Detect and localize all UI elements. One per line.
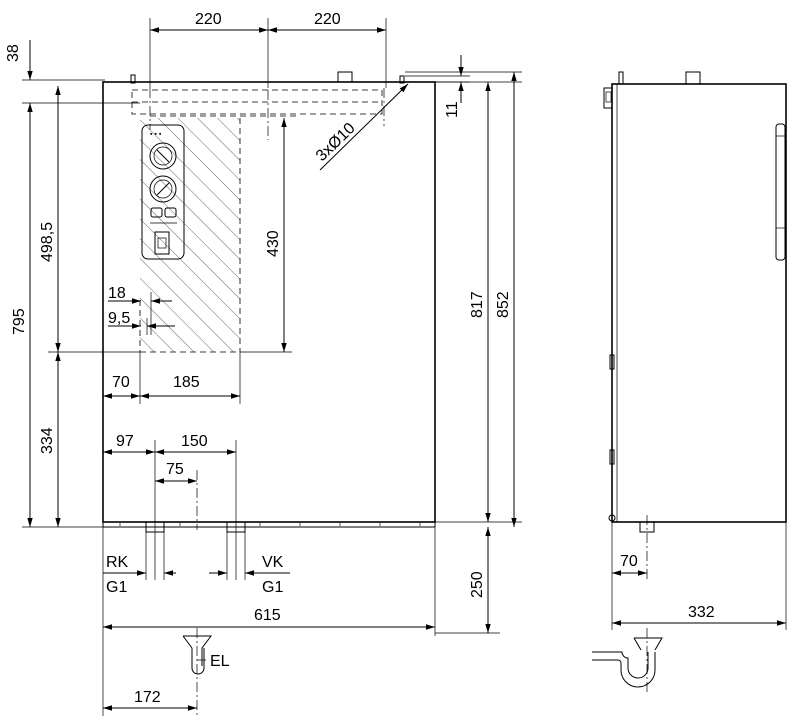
hinge-lower <box>609 449 615 465</box>
dim-drain-offset: 172 <box>134 689 161 706</box>
control-panel-frame <box>141 124 185 260</box>
dim-offset-9-5: 9,5 <box>108 310 130 327</box>
pressure-gauge-icon <box>149 142 177 170</box>
door-handle-icon <box>775 123 786 261</box>
dim-height-852: 852 <box>495 291 512 318</box>
hinge-upper <box>609 354 615 370</box>
cabinet-front-outline <box>102 81 436 523</box>
label-drain: EL <box>210 653 230 670</box>
label-return-thread: G1 <box>106 579 127 596</box>
dim-width-150: 150 <box>181 433 208 450</box>
control-panel: ▪ ▪ ▪ <box>141 124 185 260</box>
dim-width-185: 185 <box>173 374 200 391</box>
wall-bracket <box>603 87 612 109</box>
dim-height-817: 817 <box>469 291 486 318</box>
side-top-lug <box>685 71 701 85</box>
dim-width-75: 75 <box>166 461 184 478</box>
dim-height-250: 250 <box>469 571 486 598</box>
dim-height-430: 430 <box>265 230 282 257</box>
dim-holes: 3xØ10 <box>313 120 359 165</box>
dim-side-depth: 332 <box>688 604 715 621</box>
fuse-holder-icon <box>154 231 170 255</box>
cabinet-side-outline <box>611 83 787 523</box>
label-flow-connection: VK <box>262 554 284 571</box>
top-lug-left <box>130 74 136 84</box>
dim-total-width: 615 <box>254 607 281 624</box>
dim-offset-18: 18 <box>108 285 126 302</box>
switch-left-icon <box>150 207 163 218</box>
side-drain-trap-icon <box>592 628 663 692</box>
dim-width-70: 70 <box>112 374 130 391</box>
dim-top-spacing-right: 220 <box>314 11 341 28</box>
dim-top-small: 11 <box>444 101 461 118</box>
front-view: ▪ ▪ ▪ <box>102 71 436 716</box>
top-lug-right <box>399 75 405 84</box>
dim-top-offset: 38 <box>5 44 22 62</box>
label-flow-thread: G1 <box>262 579 283 596</box>
top-lug-middle <box>337 71 353 83</box>
dim-height-334: 334 <box>39 427 56 454</box>
side-view <box>592 71 787 692</box>
dim-height-498: 498,5 <box>39 222 56 262</box>
dim-side-bottom-offset: 70 <box>620 553 638 570</box>
thermometer-gauge-icon <box>149 175 177 203</box>
dim-height-795: 795 <box>11 308 28 335</box>
drain-trap-icon <box>182 628 212 716</box>
front-dimensions: 220 220 38 11 3xØ10 795 498,5 334 430 <box>5 11 522 716</box>
label-return-connection: RK <box>106 554 129 571</box>
dim-top-spacing-left: 220 <box>195 11 222 28</box>
mounting-rail <box>131 88 385 140</box>
switch-right-icon <box>164 207 177 218</box>
side-dimensions: 70 332 <box>611 522 787 630</box>
svg-text:▪ ▪ ▪: ▪ ▪ ▪ <box>150 131 162 138</box>
dim-width-97: 97 <box>116 433 134 450</box>
hatched-zone <box>140 118 240 352</box>
